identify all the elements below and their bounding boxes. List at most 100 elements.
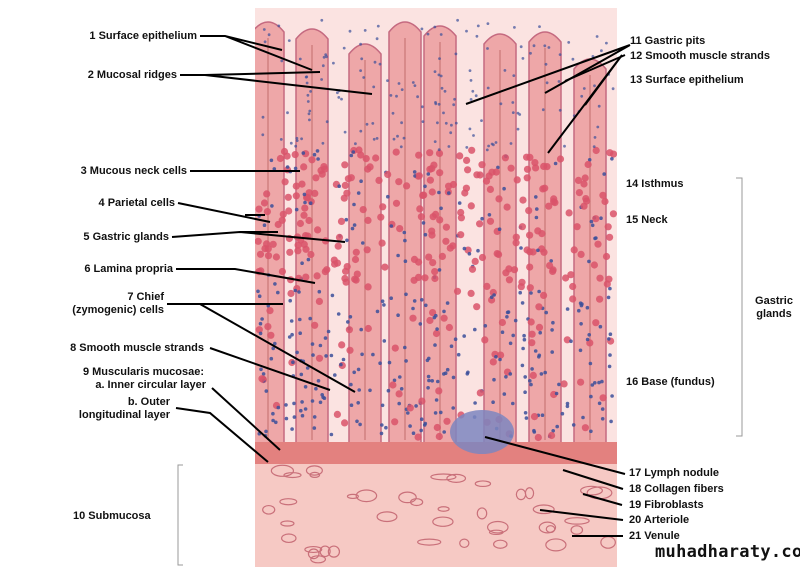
parietal-cell: [592, 319, 600, 327]
chief-cell-nucleus: [271, 411, 275, 416]
vessel: [319, 545, 331, 558]
parietal-cell: [505, 276, 513, 284]
label-outer-line1: b. Outer: [127, 396, 170, 408]
vessel: [310, 555, 327, 564]
parietal-cell: [512, 233, 520, 241]
vessel: [398, 491, 417, 504]
parietal-cell: [463, 156, 471, 164]
chief-cell-nucleus: [494, 355, 498, 359]
chief-cell-nucleus: [288, 298, 293, 303]
chief-cell-nucleus: [449, 344, 454, 349]
chief-cell-nucleus: [538, 330, 542, 335]
chief-cell-nucleus: [361, 241, 365, 245]
parietal-cell: [304, 193, 312, 201]
epithelial-nucleus: [465, 146, 469, 149]
chief-cell-nucleus: [445, 367, 450, 372]
parietal-cell: [599, 191, 607, 199]
chief-cell-nucleus: [375, 309, 380, 314]
epithelial-nucleus: [471, 89, 475, 93]
parietal-cell: [255, 326, 263, 334]
chief-cell-nucleus: [337, 184, 342, 188]
parietal-cell: [449, 180, 457, 189]
parietal-cell: [601, 197, 609, 206]
chief-cell-nucleus: [380, 299, 385, 304]
epithelial-nucleus: [516, 127, 520, 131]
chief-cell-nucleus: [451, 406, 456, 410]
chief-cell-nucleus: [589, 429, 593, 434]
epithelial-nucleus: [359, 42, 362, 46]
chief-cell-nucleus: [359, 327, 364, 332]
mucosal-ridge: [255, 21, 285, 451]
epithelial-nucleus: [472, 134, 475, 137]
epithelial-nucleus: [433, 70, 437, 73]
parietal-cell: [429, 309, 437, 317]
label-parietal-cells: 4 Parietal cells: [98, 197, 175, 209]
parietal-cell: [417, 213, 425, 221]
chief-cell-nucleus: [380, 403, 385, 408]
parietal-cell: [570, 246, 578, 254]
parietal-cell: [410, 276, 418, 284]
chief-cell-nucleus: [404, 359, 408, 363]
parietal-cell: [278, 216, 286, 224]
parietal-cell: [483, 282, 491, 290]
parietal-cell: [315, 297, 323, 305]
chief-cell-nucleus: [602, 172, 606, 176]
epithelial-nucleus: [486, 86, 490, 90]
parietal-cell: [497, 351, 505, 359]
chief-cell-nucleus: [543, 370, 547, 375]
parietal-cell: [538, 230, 546, 238]
chief-cell-nucleus: [357, 388, 362, 392]
chief-cell-nucleus: [412, 170, 417, 174]
parietal-cell: [467, 289, 475, 297]
epithelial-nucleus: [365, 122, 369, 126]
chief-cell-nucleus: [273, 341, 277, 346]
chief-cell-nucleus: [508, 372, 513, 376]
chief-cell-nucleus: [312, 426, 317, 430]
chief-cell-nucleus: [435, 327, 439, 331]
epithelial-nucleus: [400, 121, 403, 125]
chief-cell-nucleus: [336, 312, 341, 316]
chief-cell-nucleus: [598, 324, 603, 329]
parietal-cell: [545, 202, 553, 210]
parietal-cell: [464, 166, 472, 174]
chief-cell-nucleus: [317, 289, 322, 294]
chief-cell-nucleus: [430, 379, 435, 383]
parietal-cell: [406, 404, 414, 412]
parietal-cell: [429, 259, 437, 267]
chief-cell-nucleus: [467, 252, 472, 256]
parietal-cell: [281, 178, 289, 186]
chief-cell-nucleus: [610, 157, 614, 161]
chief-cell-nucleus: [462, 334, 467, 338]
chief-cell-nucleus: [396, 253, 400, 258]
epithelial-nucleus: [494, 141, 498, 144]
chief-cell-nucleus: [492, 293, 496, 297]
chief-cell-nucleus: [480, 216, 484, 221]
chief-cell-nucleus: [451, 375, 456, 380]
parietal-cell: [507, 164, 515, 172]
parietal-cell: [426, 316, 434, 325]
vessel: [493, 539, 508, 549]
parietal-cell: [395, 178, 403, 186]
chief-cell-nucleus: [420, 298, 424, 302]
epithelial-nucleus: [386, 79, 389, 82]
chief-cell-nucleus: [261, 372, 266, 376]
parietal-cell: [468, 265, 477, 273]
chief-cell-nucleus: [329, 353, 334, 358]
parietal-cell: [403, 182, 411, 190]
parietal-cell: [301, 204, 309, 212]
chief-cell-nucleus: [442, 430, 447, 434]
label-chief-cells: 7 Chief(zymogenic) cells: [20, 291, 164, 317]
epithelial-nucleus: [538, 25, 541, 28]
epithelial-nucleus: [289, 141, 293, 145]
parietal-cell: [556, 155, 565, 163]
parietal-cell: [528, 330, 536, 338]
parietal-cell: [535, 323, 544, 331]
parietal-cell: [461, 189, 469, 197]
chief-cell-nucleus: [433, 343, 437, 347]
parietal-cell: [345, 326, 353, 334]
parietal-cell: [260, 199, 269, 207]
chief-cell-nucleus: [311, 353, 315, 357]
chief-cell-nucleus: [321, 395, 325, 400]
chief-cell-nucleus: [569, 339, 573, 344]
parietal-cell: [347, 174, 355, 182]
